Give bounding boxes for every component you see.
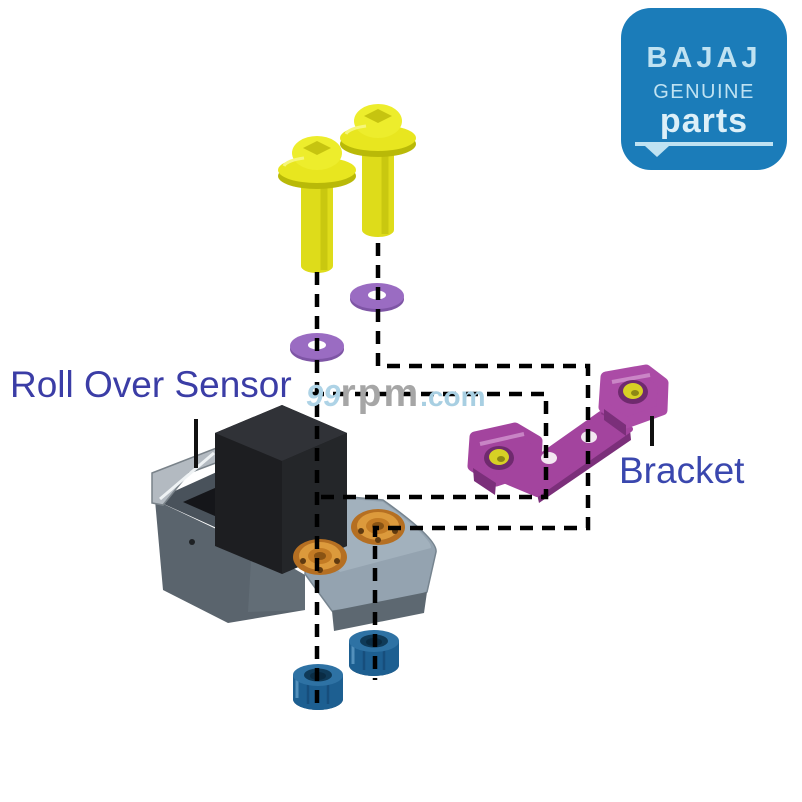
logo-parts-text: parts xyxy=(659,102,749,140)
bracket-right-hole-shade xyxy=(631,390,639,396)
sensor-clip-highlight xyxy=(159,451,215,501)
bracket-left-highlight xyxy=(479,432,525,446)
bracket-right-highlight xyxy=(611,373,651,384)
logo-underline xyxy=(635,142,773,157)
sensor-dot xyxy=(189,539,195,545)
watermark-mid: rpm xyxy=(340,372,421,415)
logo-arrow-icon xyxy=(645,146,669,157)
logo-brand-text: BAJAJ xyxy=(646,42,762,74)
flange-bolt-right xyxy=(340,104,416,237)
watermark: 99rpm.com xyxy=(306,374,486,413)
sensor-connector-top xyxy=(215,405,347,461)
bajaj-genuine-parts-logo: BAJAJ GENUINE parts xyxy=(621,8,787,170)
bracket-left-pad-edge xyxy=(473,468,496,495)
bracket-left-hole-shade xyxy=(497,456,505,462)
sensor-connector-side xyxy=(282,433,347,574)
dashed-line-right-bolt xyxy=(372,243,591,680)
roll-over-sensor-part xyxy=(151,405,437,631)
watermark-prefix: 99 xyxy=(306,378,341,413)
bracket-label: Bracket xyxy=(619,450,745,491)
bracket-part xyxy=(467,364,669,503)
watermark-suffix: .com xyxy=(420,381,486,412)
dashed-line-inner-rect xyxy=(311,391,549,500)
sensor-grommet-left xyxy=(293,539,347,575)
bracket-strip xyxy=(503,411,633,497)
bracket-right-pad-edge xyxy=(604,409,626,436)
roll-over-sensor-label: Roll Over Sensor xyxy=(10,364,292,405)
sensor-tab-front xyxy=(332,592,427,631)
logo-genuine-text: GENUINE xyxy=(653,81,755,103)
leader-lines xyxy=(194,416,654,468)
flange-bolt-left xyxy=(278,136,356,273)
bracket-strip-hole-left xyxy=(541,452,557,464)
assembly-dashed-lines xyxy=(311,243,591,712)
